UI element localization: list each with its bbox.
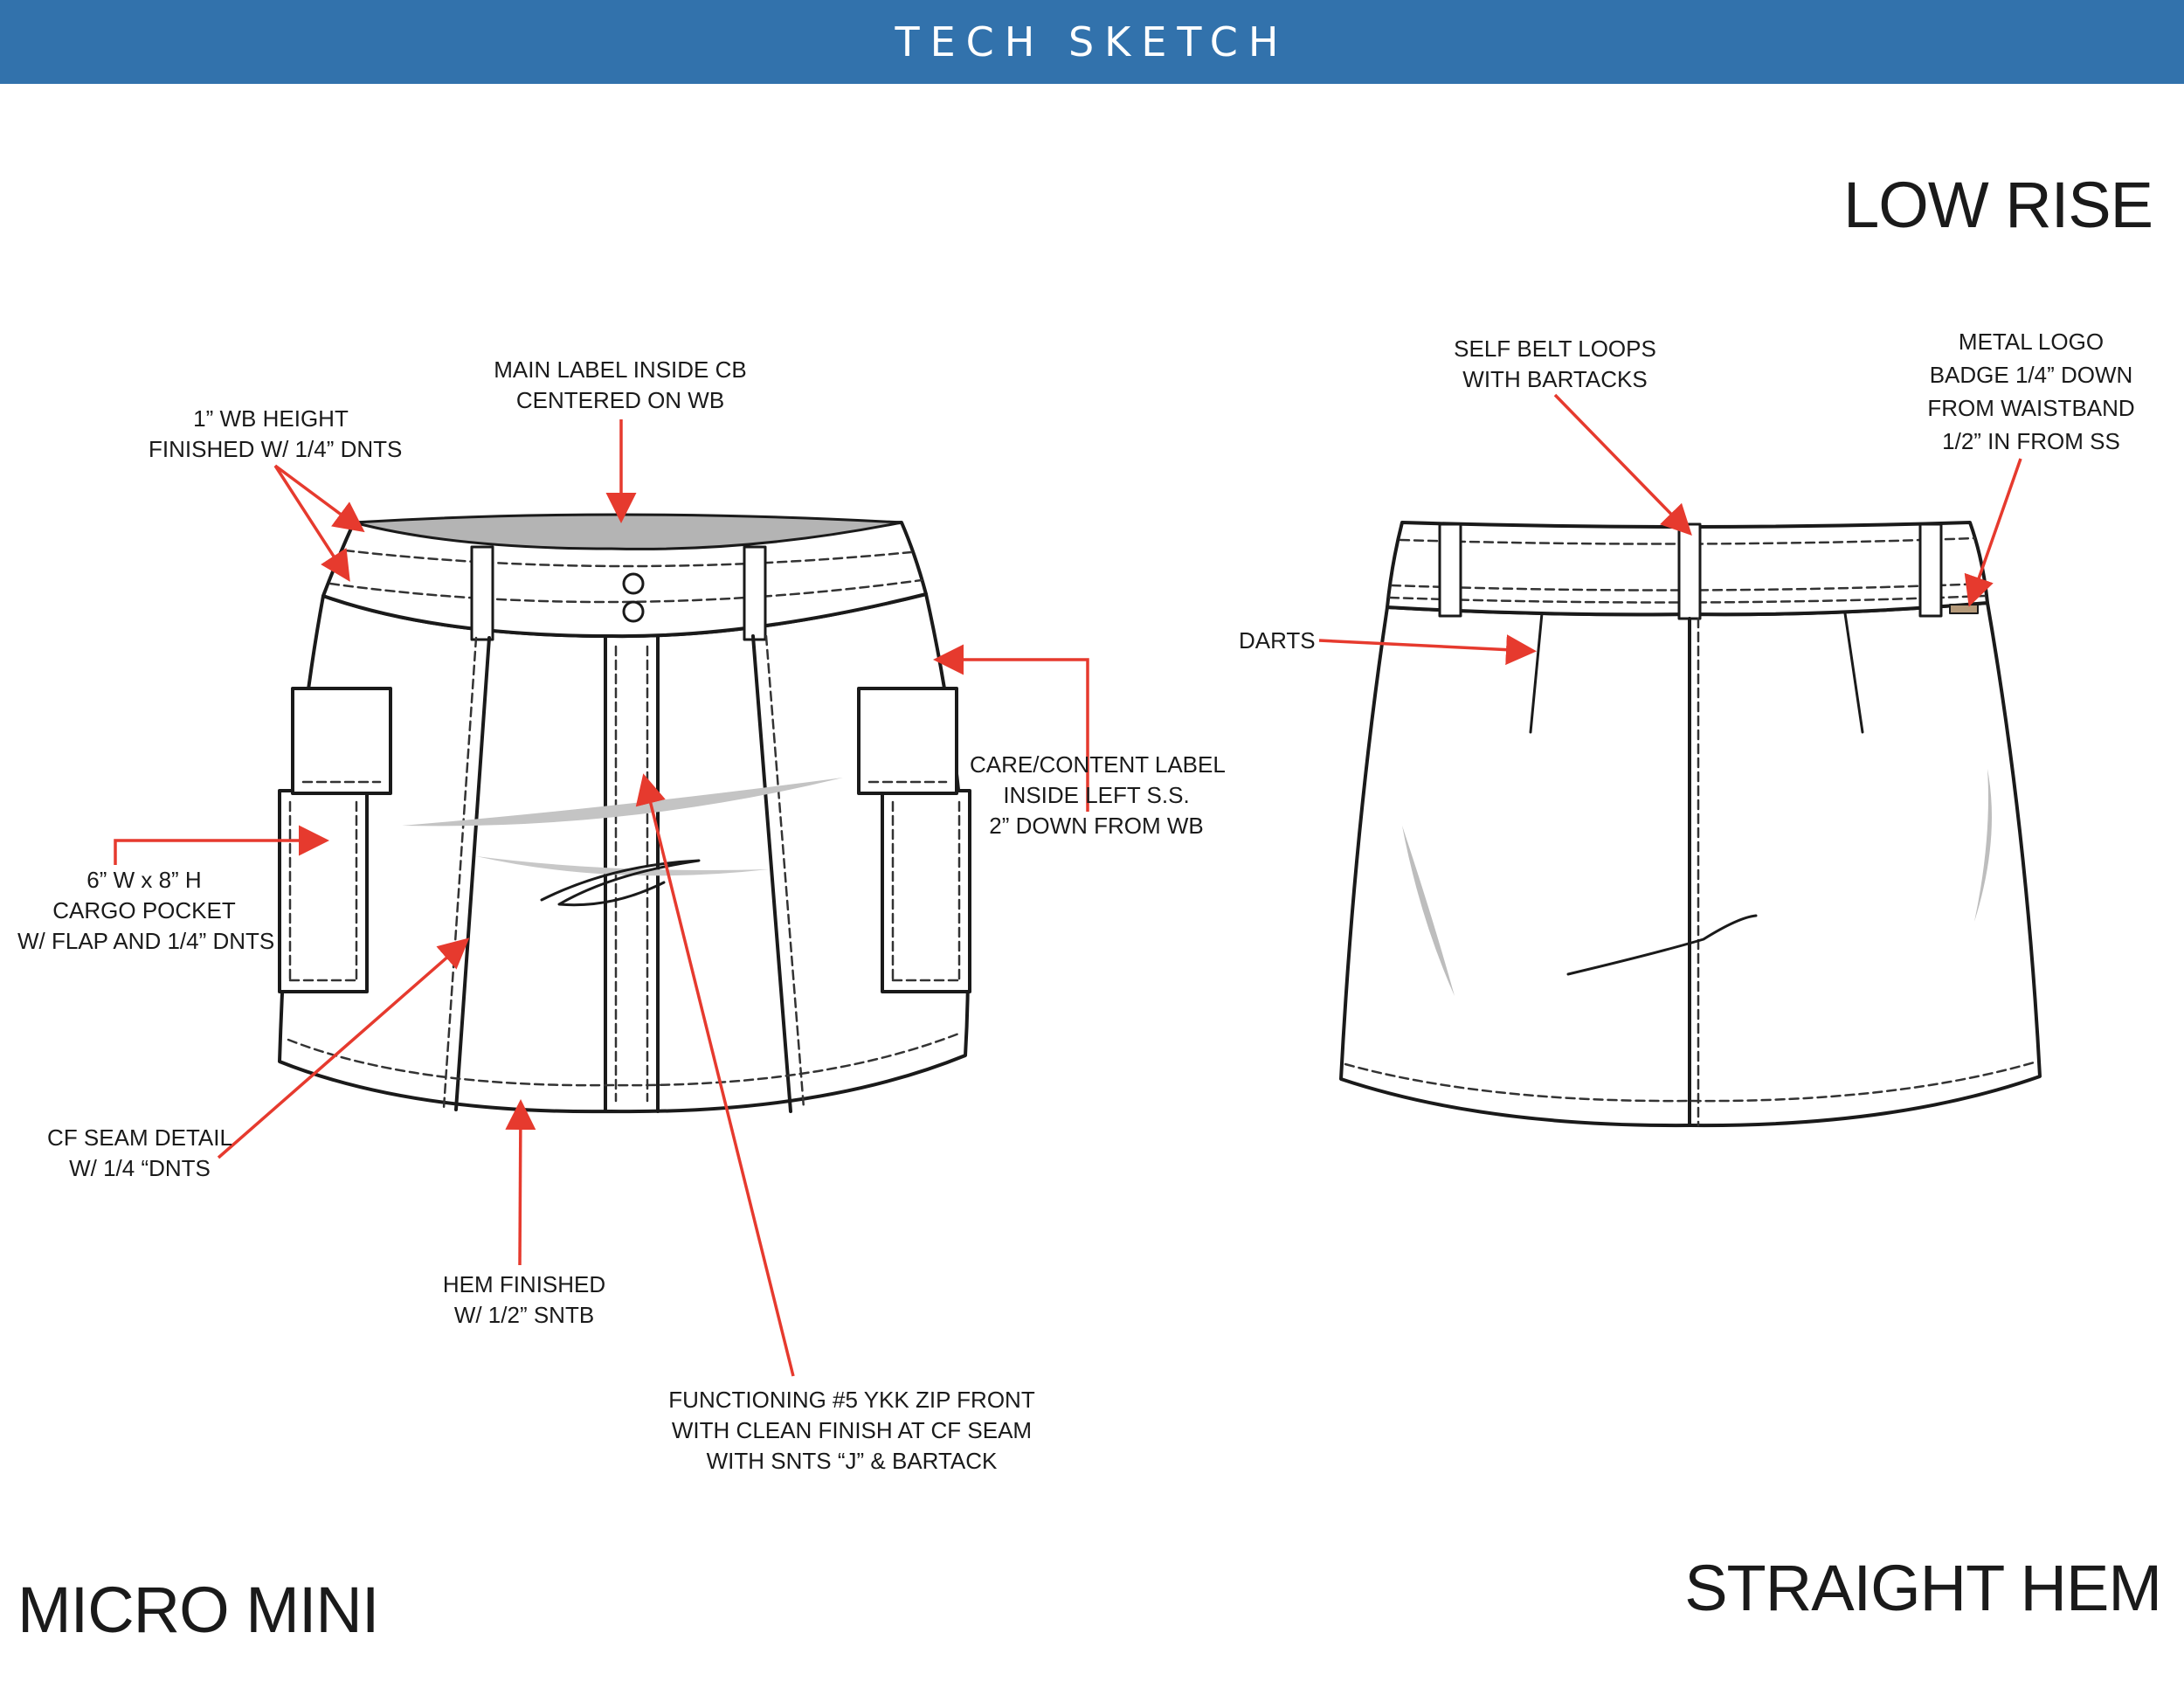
back-dart-right: [1843, 612, 1864, 734]
callout-belt-loops: SELF BELT LOOPS WITH BARTACKS: [1454, 336, 1656, 392]
callout-care-label: CARE/CONTENT LABEL INSIDE LEFT S.S. 2” D…: [970, 751, 1226, 839]
header-title: TECH SKETCH: [895, 18, 1289, 66]
callout-cargo-pocket: 6” W x 8” H CARGO POCKET W/ FLAP AND 1/4…: [17, 867, 275, 954]
callout-cf-seam: CF SEAM DETAIL W/ 1/4 “DNTS: [47, 1124, 232, 1181]
front-cargo-pocket-right: [881, 789, 971, 993]
front-skirt-outline: [278, 592, 970, 1114]
header-bar: TECH SKETCH: [0, 0, 2184, 84]
front-view: [278, 513, 971, 1114]
back-logo-badge: [1949, 604, 1979, 614]
front-cargo-flap-right: [857, 687, 958, 795]
back-belt-loop-right: [1918, 522, 1943, 618]
front-inner-waistband: [352, 513, 903, 550]
back-belt-loop-center: [1677, 522, 1702, 620]
back-view: [1339, 521, 2042, 1128]
callout-hem-finished: HEM FINISHED W/ 1/2” SNTB: [442, 1271, 606, 1328]
back-dart-left: [1529, 612, 1544, 734]
back-belt-loop-left: [1438, 522, 1462, 618]
front-button-top: [622, 572, 645, 595]
front-button-bottom: [622, 600, 645, 623]
length-label: MICRO MINI: [17, 1574, 379, 1646]
callout-zip-front: FUNCTIONING #5 YKK ZIP FRONT WITH CLEAN …: [668, 1387, 1035, 1474]
callout-logo-badge: METAL LOGO BADGE 1/4” DOWN FROM WAISTBAN…: [1927, 329, 2135, 454]
rise-label: LOW RISE: [1843, 169, 2153, 241]
front-cargo-flap-left: [291, 687, 392, 795]
callout-arrows: [114, 393, 2022, 1377]
front-belt-loop-right: [743, 545, 767, 641]
front-cargo-pocket-left: [278, 789, 369, 993]
callout-darts: DARTS: [1239, 627, 1316, 654]
callout-wb-height: 1” WB HEIGHT FINISHED W/ 1/4” DNTS: [149, 405, 403, 462]
callout-main-label: MAIN LABEL INSIDE CB CENTERED ON WB: [494, 356, 747, 413]
hem-label: STRAIGHT HEM: [1684, 1552, 2162, 1624]
front-belt-loop-left: [470, 545, 494, 641]
